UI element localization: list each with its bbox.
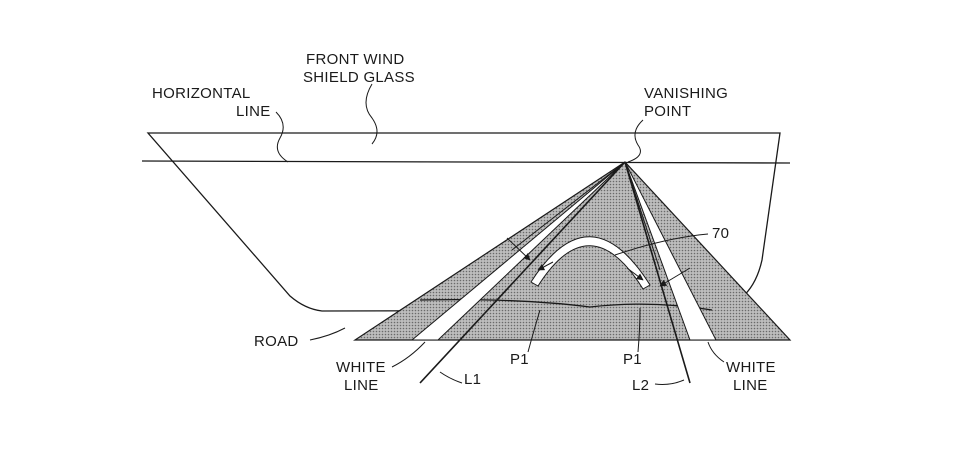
label-p1-left: P1 <box>510 351 529 368</box>
leader-70 <box>614 233 709 256</box>
leader-p1-right <box>637 307 641 353</box>
label-horizontal-1: HORIZONTAL <box>152 85 251 102</box>
convergence-line-b <box>624 161 661 271</box>
white-line-right <box>624 161 717 341</box>
leader-white-line-left <box>391 341 426 368</box>
label-white-line-left-2: LINE <box>344 377 379 394</box>
arrow-left-to-l1 <box>506 237 531 261</box>
road-region <box>352 161 792 341</box>
label-white-line-left-1: WHITE <box>336 359 386 376</box>
leader-vanishing-point <box>627 119 644 163</box>
white-line-left <box>410 161 626 341</box>
label-windshield-1: FRONT WIND <box>306 51 405 68</box>
arrow-left-from-arc <box>537 261 554 271</box>
label-horizontal-2: LINE <box>236 103 271 120</box>
leader-l2 <box>654 379 685 385</box>
leader-horizontal-line <box>275 111 289 163</box>
leader-l1 <box>439 371 463 384</box>
leader-road <box>309 327 346 341</box>
arc-region-70 <box>530 236 651 290</box>
label-ref-70: 70 <box>712 225 729 242</box>
arrow-right-to-l2 <box>659 267 691 287</box>
label-windshield-2: SHIELD GLASS <box>303 69 415 86</box>
leader-white-line-right <box>707 341 725 363</box>
label-white-line-right-2: LINE <box>733 377 768 394</box>
leader-windshield <box>365 83 378 145</box>
line-l2 <box>624 161 691 384</box>
arrow-right-from-arc <box>626 267 644 281</box>
leader-p1-left <box>527 309 541 353</box>
label-road: ROAD <box>254 333 299 350</box>
horizontal-line <box>141 160 791 164</box>
label-l1: L1 <box>464 371 481 388</box>
label-vanishing-1: VANISHING <box>644 85 728 102</box>
label-vanishing-2: POINT <box>644 103 691 120</box>
label-l2: L2 <box>632 377 649 394</box>
line-l1 <box>419 161 626 384</box>
label-white-line-right-1: WHITE <box>726 359 776 376</box>
label-p1-right: P1 <box>623 351 642 368</box>
convergence-line-a <box>511 161 626 251</box>
